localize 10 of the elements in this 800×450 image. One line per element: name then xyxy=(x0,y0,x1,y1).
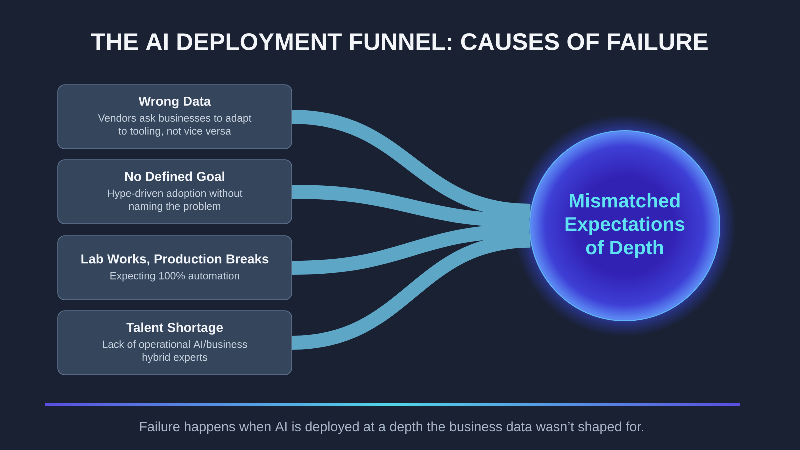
flow-band xyxy=(292,110,532,218)
flow-band xyxy=(292,185,530,228)
caption: Failure happens when AI is deployed at a depth the business data wasn’t shaped for. xyxy=(140,422,644,434)
flow-band xyxy=(292,234,532,350)
cause-box: Wrong Data Vendors ask businesses to adapt to tooling, not vice versa xyxy=(58,84,292,150)
cause-box: Lab Works, Production Breaks Expecting 100% automation xyxy=(58,236,292,300)
cause-box: Talent Shortage Lack of operational AI/business hybrid experts xyxy=(58,310,292,376)
flow-band xyxy=(292,224,530,275)
title: THE AI DEPLOYMENT FUNNEL: CAUSES OF FAILURE xyxy=(91,34,708,50)
cause-box: No Defined Goal Hype-driven adoption without naming the problem xyxy=(58,160,292,224)
